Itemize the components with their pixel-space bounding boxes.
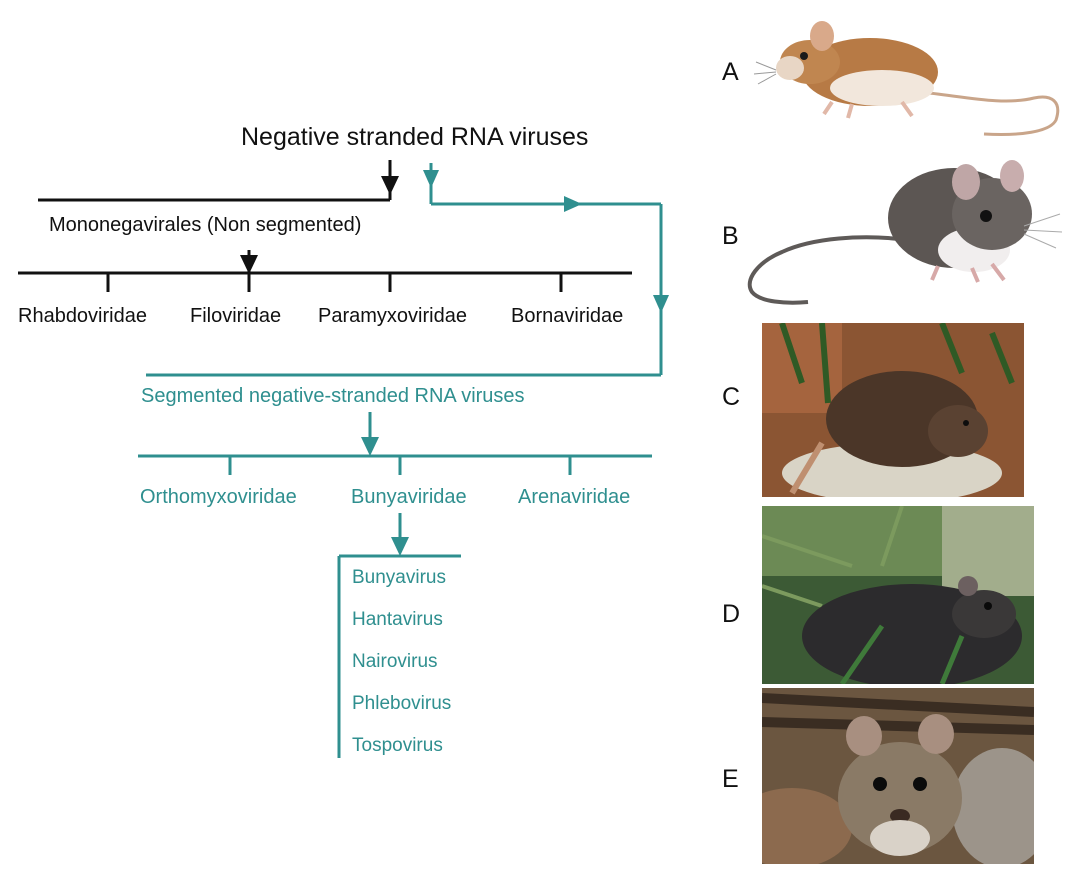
genus-hantavirus: Hantavirus bbox=[352, 609, 443, 630]
arrow-bunya bbox=[391, 537, 409, 556]
arrow-top-bar bbox=[564, 196, 582, 212]
family-arenaviridae: Arenaviridae bbox=[518, 486, 631, 508]
arrow-seg bbox=[361, 437, 379, 456]
arrow-right-drop bbox=[653, 295, 669, 313]
family-rhabdoviridae: Rhabdoviridae bbox=[18, 305, 147, 327]
deer-mouse-frontal-photo bbox=[762, 688, 1034, 864]
genus-phlebovirus: Phlebovirus bbox=[352, 693, 452, 714]
mono-label: Mononegavirales (Non segmented) bbox=[49, 214, 362, 236]
panel-letter-a: A bbox=[722, 58, 739, 86]
arrow-root-black bbox=[381, 176, 399, 195]
panel-letter-c: C bbox=[722, 383, 741, 411]
genus-nairovirus: Nairovirus bbox=[352, 651, 438, 672]
rodent-on-rock-photo bbox=[762, 323, 1024, 497]
panel-letter-d: D bbox=[722, 600, 741, 628]
family-bornaviridae: Bornaviridae bbox=[511, 305, 624, 327]
seg-label: Segmented negative-stranded RNA viruses bbox=[141, 385, 525, 407]
arrow-root-teal bbox=[423, 170, 439, 188]
grey-mouse-illustration bbox=[742, 152, 1068, 310]
dark-rat-in-grass-photo bbox=[762, 506, 1034, 684]
segmented-branch bbox=[138, 163, 663, 758]
pale-brown-long-tailed-mouse-illustration bbox=[752, 10, 1068, 150]
panel-letter-e: E bbox=[722, 765, 739, 793]
root-label: Negative stranded RNA viruses bbox=[241, 123, 589, 151]
family-filoviridae: Filoviridae bbox=[190, 305, 282, 327]
genus-tospovirus: Tospovirus bbox=[352, 735, 443, 756]
genus-bunyavirus: Bunyavirus bbox=[352, 567, 446, 588]
panel-letter-b: B bbox=[722, 222, 739, 250]
arrow-filoviridae bbox=[240, 255, 258, 274]
family-bunyaviridae: Bunyaviridae bbox=[351, 486, 467, 508]
family-paramyxoviridae: Paramyxoviridae bbox=[318, 305, 467, 327]
family-orthomyxoviridae: Orthomyxoviridae bbox=[140, 486, 297, 508]
